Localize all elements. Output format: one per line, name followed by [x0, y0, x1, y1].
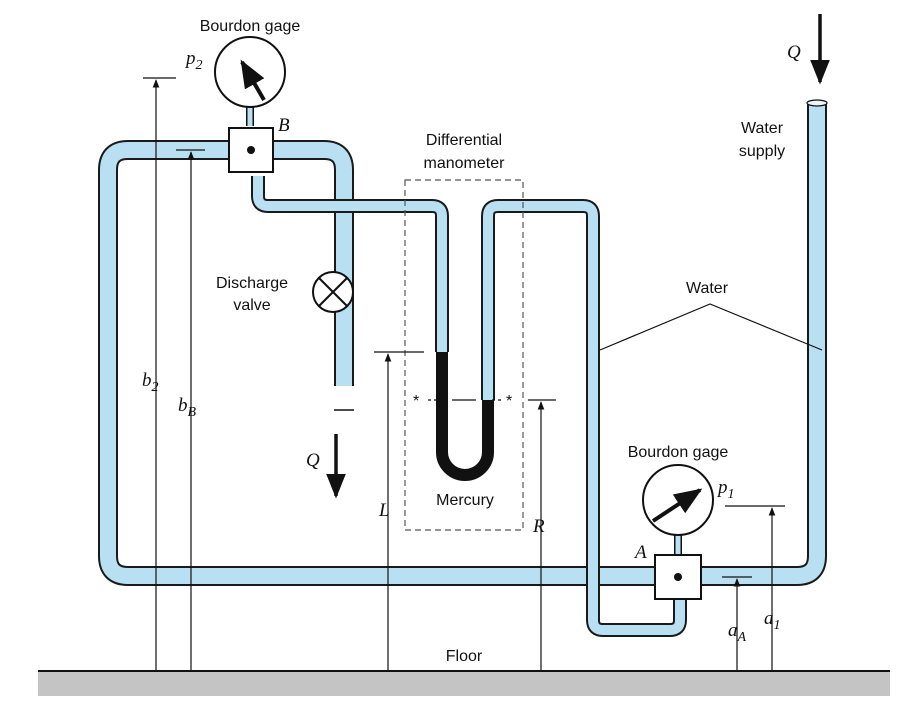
gage-a-icon — [642, 464, 714, 536]
p1-label: p1 — [716, 477, 735, 502]
B-label: B — [278, 115, 290, 136]
Q-top-label: Q — [787, 42, 801, 63]
main-pipe-loop — [98, 103, 827, 586]
star-right: * — [506, 393, 512, 410]
floor-slab — [38, 672, 890, 696]
water-supply-opening — [806, 99, 828, 107]
A-label: A — [633, 542, 647, 563]
differential-manometer-label-2: manometer — [424, 155, 506, 172]
bourdon-gage-top-label: Bourdon gage — [200, 18, 301, 35]
aA-label: aA — [728, 620, 747, 645]
R-label: R — [532, 516, 545, 537]
mercury-column — [436, 352, 494, 481]
fitting-b — [228, 127, 274, 173]
mercury-label: Mercury — [436, 492, 494, 509]
L-label: L — [378, 500, 390, 521]
floor-label: Floor — [446, 648, 483, 665]
star-left: * — [413, 393, 419, 410]
differential-manometer-label-1: Differential — [426, 132, 502, 149]
fitting-a — [654, 554, 702, 600]
discharge-valve-label-1: Discharge — [216, 275, 288, 292]
water-supply-label-2: supply — [739, 143, 785, 160]
dimension-L — [374, 351, 424, 670]
dimension-a1 — [725, 505, 785, 670]
bB-label: bB — [178, 395, 197, 420]
dimension-bB — [176, 149, 205, 670]
p2-label: p2 — [184, 48, 203, 73]
discharge-valve-label-2: valve — [233, 297, 270, 314]
water-pointer-lines — [599, 303, 823, 351]
dimension-b2 — [143, 77, 176, 670]
dimension-aA — [722, 576, 752, 670]
discharge-valve-icon — [312, 271, 354, 313]
Q-bottom-label: Q — [306, 450, 320, 471]
water-label: Water — [686, 280, 729, 297]
a1-label: a1 — [764, 608, 781, 633]
manometer-enclosure — [404, 179, 524, 531]
b2-label: b2 — [142, 370, 159, 395]
gage-b-icon — [214, 36, 286, 108]
water-supply-label-1: Water — [741, 120, 784, 137]
dimension-R — [528, 399, 556, 670]
bourdon-gage-bottom-label: Bourdon gage — [628, 444, 729, 461]
manometer-pressure-lines — [251, 176, 687, 637]
